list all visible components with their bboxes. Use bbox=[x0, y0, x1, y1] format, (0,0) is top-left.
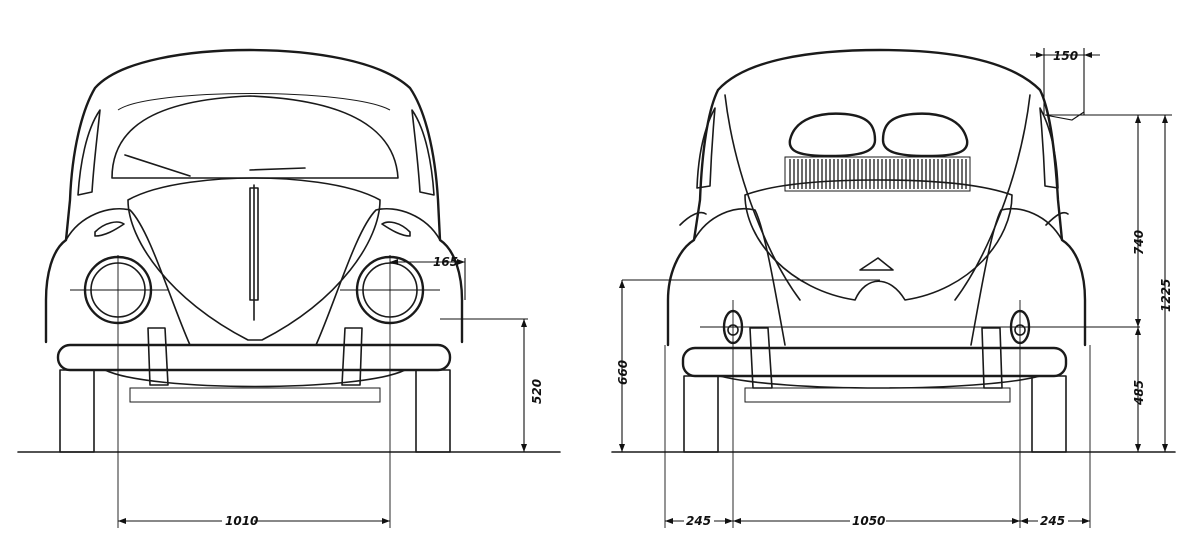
rear-dimension-660: 660 bbox=[616, 280, 630, 452]
dim-label-740: 740 bbox=[1132, 230, 1146, 255]
dim-label-1010: 1010 bbox=[225, 514, 258, 528]
dim-label-485: 485 bbox=[1132, 380, 1146, 406]
front-dimension-520: 520 bbox=[440, 318, 544, 452]
dim-label-520: 520 bbox=[530, 379, 544, 404]
front-dimension-165: 165 bbox=[390, 255, 466, 300]
rear-view bbox=[611, 48, 1176, 528]
front-right-fender bbox=[315, 208, 441, 346]
front-left-side-window bbox=[77, 109, 101, 196]
rear-dimension-150: 150 bbox=[1030, 48, 1100, 121]
front-windshield bbox=[111, 95, 399, 179]
dim-label-165: 165 bbox=[433, 255, 458, 269]
rear-body-outline bbox=[666, 48, 1087, 347]
rear-window-right bbox=[881, 112, 969, 158]
rear-window-left bbox=[788, 112, 877, 158]
front-left-fender bbox=[65, 208, 191, 346]
rear-dimension-1225: 1225 bbox=[1159, 115, 1173, 452]
dim-label-1050: 1050 bbox=[852, 514, 885, 528]
front-hood bbox=[127, 177, 381, 341]
front-dimension-1010: 1010 bbox=[118, 512, 390, 528]
rear-engine-vents bbox=[789, 159, 967, 189]
dim-label-245-right: 245 bbox=[1040, 514, 1065, 528]
rear-dimension-track: 245 1050 245 bbox=[665, 512, 1090, 528]
front-right-wheel bbox=[415, 369, 451, 453]
dim-label-660: 660 bbox=[616, 360, 630, 385]
front-left-wheel bbox=[59, 369, 95, 453]
rear-dimension-740: 740 bbox=[1132, 115, 1146, 327]
front-body-outline bbox=[44, 48, 464, 344]
rear-right-wheel bbox=[1031, 375, 1067, 453]
rear-dimension-485: 485 bbox=[1132, 327, 1146, 452]
front-view bbox=[17, 48, 561, 528]
rear-bumper bbox=[681, 346, 1068, 378]
dim-label-1225: 1225 bbox=[1159, 279, 1173, 312]
front-bumper bbox=[56, 343, 452, 372]
dim-label-245-left: 245 bbox=[686, 514, 711, 528]
rear-engine-lid bbox=[744, 179, 1013, 301]
dim-label-150: 150 bbox=[1053, 49, 1078, 63]
rear-left-wheel bbox=[683, 375, 719, 453]
front-right-side-window bbox=[411, 109, 435, 196]
